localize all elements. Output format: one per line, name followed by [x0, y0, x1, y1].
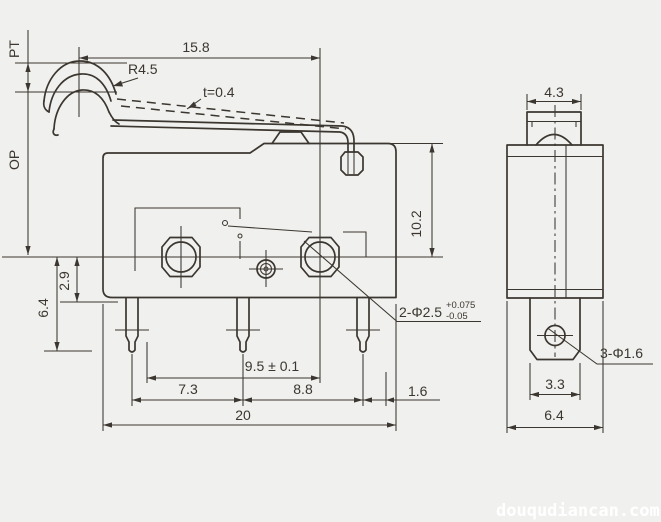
dim-lever-length-label: 15.8: [182, 39, 209, 55]
lever-arm: [42, 60, 364, 176]
dim-body-width-label: 20: [235, 407, 251, 423]
dim-body-depth: [506, 301, 604, 433]
lever-end-anchor: [340, 151, 364, 176]
op-label: OP: [6, 150, 22, 170]
dim-height-to-center: [389, 142, 443, 257]
dim-pin-spacing-chain: [131, 354, 440, 406]
dim-pin-spacing-left-label: 7.3: [178, 381, 198, 397]
dim-lever-length: [79, 55, 320, 61]
mounting-hole-tol-minus: -0.05: [446, 311, 468, 322]
dim-mounting-hole-pitch-label: 9.5 ± 0.1: [245, 358, 300, 374]
lever-free-position-dashed: [116, 98, 345, 124]
front-plunger-head: [526, 111, 582, 146]
front-terminal: [529, 297, 581, 361]
terminal-hole-leader: [547, 327, 653, 365]
side-view-group: PT OP 15.8 R4.5 t=0.4 10.2 2.9: [2, 30, 481, 431]
dim-pin-edge-offset-label: 1.6: [408, 383, 428, 399]
pt-label: PT: [6, 40, 22, 58]
center-hole: [249, 250, 283, 287]
dim-terminal-depth-label: 6.4: [35, 298, 51, 318]
switch-body-outline: [102, 142, 397, 299]
front-body-outline: [506, 144, 604, 299]
dim-plunger-width-label: 4.3: [544, 84, 564, 100]
dim-body-depth-label: 6.4: [544, 407, 564, 423]
mounting-hole-note-leader: [303, 240, 481, 323]
lever-thickness-label: t=0.4: [203, 84, 235, 100]
terminal-hole-note-label: 3-Φ1.6: [600, 345, 643, 361]
terminal-pins: [115, 297, 380, 353]
front-terminal-hole: [537, 324, 573, 347]
dim-pin-spacing-right-label: 8.8: [293, 381, 313, 397]
plunger-button: [271, 131, 310, 145]
dim-terminal-width-label: 3.3: [545, 376, 565, 392]
dim-terminal-width: [529, 363, 581, 400]
dim-plunger-width: [526, 94, 582, 110]
watermark-text: douqudiancan.com: [496, 501, 660, 521]
mounting-hole-note-label: 2-Φ2.5: [399, 304, 442, 320]
dim-terminal-root-depth-label: 2.9: [56, 271, 72, 291]
internal-contact-mechanism: [134, 207, 367, 271]
dim-height-to-center-label: 10.2: [408, 210, 424, 237]
front-plunger-dome: [535, 133, 573, 146]
mounting-hole-tol-plus: +0.075: [446, 300, 475, 311]
dim-mounting-hole-pitch: [146, 342, 320, 383]
dim-terminal-root-depth: [60, 257, 118, 303]
lever-radius-label: R4.5: [128, 61, 158, 77]
lever-free-position-dashed2: [120, 105, 347, 130]
dim-body-width: [102, 304, 397, 431]
dim-terminal-depth: [44, 257, 92, 352]
travel-reference-lines: [15, 30, 127, 255]
front-view-group: 3-Φ1.6 4.3 3.3 6.4: [506, 84, 653, 433]
